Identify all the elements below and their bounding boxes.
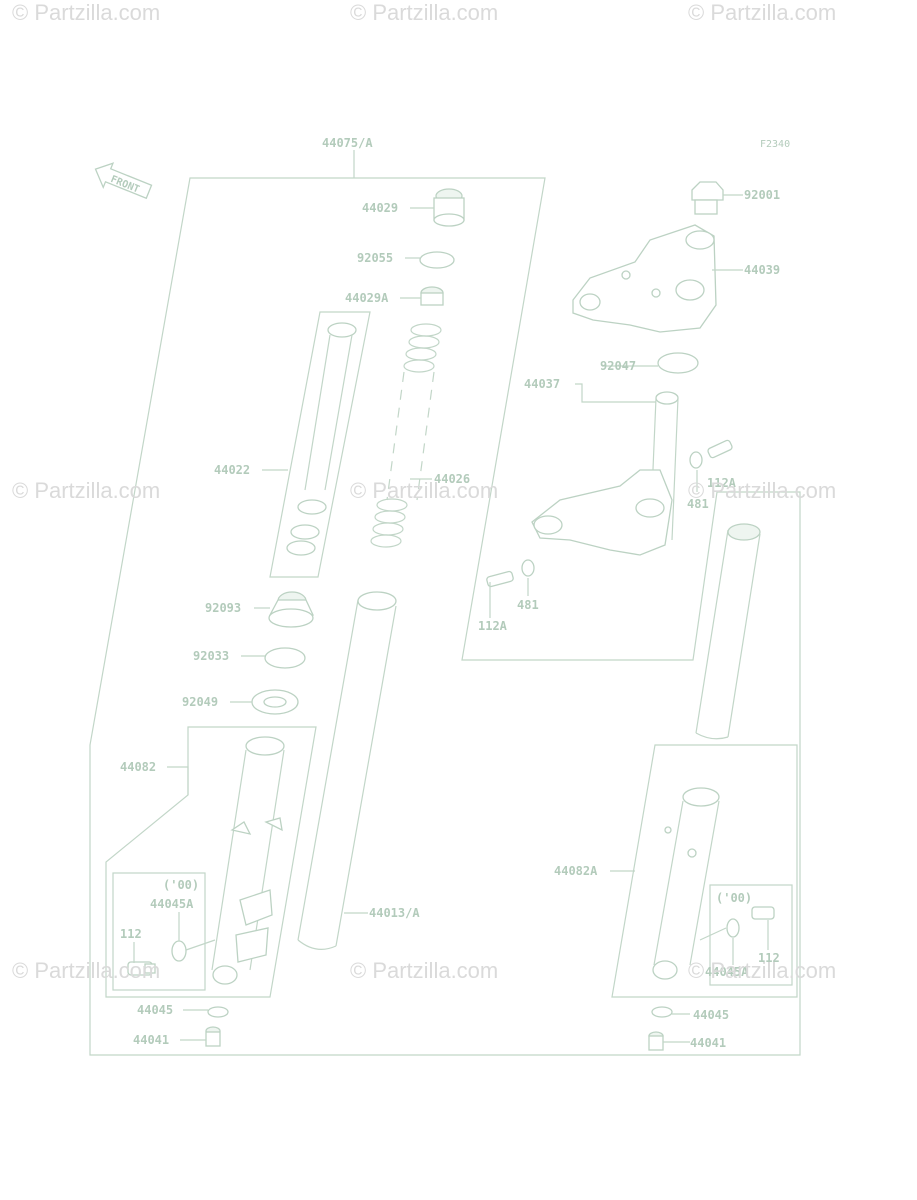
left-drain-bolt-44041-icon — [205, 1026, 221, 1047]
watermark-bottom-center: © Partzilla.com — [350, 958, 499, 983]
stem-bolt-112a-bottom-icon — [486, 570, 514, 588]
right-outer-tube-icon — [652, 787, 720, 980]
part-label-92033: 92033 — [193, 649, 229, 663]
retaining-ring-icon — [264, 647, 306, 669]
part-label-44045a-right: 44045A — [705, 965, 749, 979]
stem-washer-icon — [657, 352, 699, 374]
o-ring-icon — [419, 251, 455, 269]
part-label-44041-left: 44041 — [133, 1033, 169, 1047]
part-label-44082: 44082 — [120, 760, 156, 774]
part-label-112-right: 112 — [758, 951, 780, 965]
collar-icon — [420, 286, 444, 306]
left-washer-44045a-icon — [171, 940, 187, 962]
year-label-left: ('00) — [163, 878, 199, 892]
stem-bolt-112a-top-icon — [707, 439, 733, 459]
leader-lines — [133, 150, 769, 1043]
watermark-bottom-left: © Partzilla.com — [12, 958, 161, 983]
watermark-top-right: © Partzilla.com — [688, 0, 837, 25]
part-label-481-bottom: 481 — [517, 598, 539, 612]
part-label-44045-left: 44045 — [137, 1003, 173, 1017]
right-drain-bolt-44041-icon — [648, 1031, 664, 1051]
oil-seal-icon — [251, 689, 299, 715]
watermark-top-center: © Partzilla.com — [350, 0, 499, 25]
part-label-481-top: 481 — [687, 497, 709, 511]
part-label-92047: 92047 — [600, 359, 636, 373]
part-label-112a-top: 112A — [707, 476, 737, 490]
diagram-code-label: F2340 — [760, 139, 790, 150]
stem-nut-icon — [691, 181, 724, 215]
steering-stem-icon — [531, 391, 679, 556]
watermark-mid-right: © Partzilla.com — [688, 478, 837, 503]
fork-cap-bolt-icon — [433, 188, 465, 227]
left-bolt-112-icon — [127, 961, 156, 976]
inner-fork-tube-icon — [297, 591, 397, 950]
watermark-bottom-right: © Partzilla.com — [688, 958, 837, 983]
part-label-44029: 44029 — [362, 201, 398, 215]
part-label-44037: 44037 — [524, 377, 560, 391]
washer-481-bottom-icon — [521, 559, 535, 577]
year-label-right: ('00) — [716, 891, 752, 905]
dust-seal-icon — [268, 591, 315, 628]
part-label-92055: 92055 — [357, 251, 393, 265]
watermark-top-left: © Partzilla.com — [12, 0, 161, 25]
part-label-92093: 92093 — [205, 601, 241, 615]
part-label-44045a-left: 44045A — [150, 897, 194, 911]
washer-481-top-icon — [689, 451, 703, 469]
part-label-44022: 44022 — [214, 463, 250, 477]
part-label-44026: 44026 — [434, 472, 470, 486]
left-year-variant-box — [112, 872, 206, 991]
part-label-92001: 92001 — [744, 188, 780, 202]
part-label-44029a: 44029A — [345, 291, 389, 305]
watermark-mid-center: © Partzilla.com — [350, 478, 499, 503]
part-label-44041-right: 44041 — [690, 1036, 726, 1050]
part-label-44039: 44039 — [744, 263, 780, 277]
right-bolt-112-icon — [751, 906, 775, 920]
part-label-44013a: 44013/A — [369, 906, 420, 920]
part-label-112-left: 112 — [120, 927, 142, 941]
part-label-44075a: 44075/A — [322, 136, 373, 150]
right-inner-tube-icon — [695, 523, 761, 740]
left-outer-tube-icon — [211, 736, 285, 985]
part-label-112a-bottom: 112A — [478, 619, 508, 633]
watermark-mid-left: © Partzilla.com — [12, 478, 161, 503]
right-lower-leg-box — [611, 744, 798, 998]
right-washer-44045-icon — [651, 1006, 673, 1018]
assembly-frame-outline — [89, 177, 801, 1056]
spring-kit-box — [269, 311, 371, 578]
fork-spring-icon — [370, 323, 442, 548]
left-washer-44045-icon — [207, 1006, 229, 1018]
part-label-44045-right: 44045 — [693, 1008, 729, 1022]
upper-bracket-icon — [572, 224, 717, 333]
right-washer-44045a-icon — [726, 918, 740, 938]
front-arrow-icon: FRONT — [94, 162, 153, 200]
damper-rod-icon — [286, 322, 357, 556]
part-label-92049: 92049 — [182, 695, 218, 709]
part-label-44082a: 44082A — [554, 864, 598, 878]
